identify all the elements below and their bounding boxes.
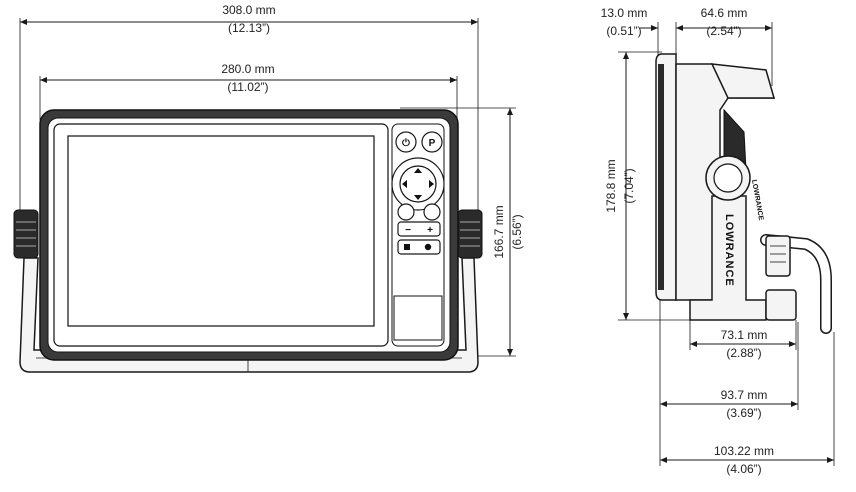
mount-bracket-side: LOWRANCE	[689, 155, 797, 321]
cable-depth-in: (4.06”)	[726, 462, 761, 476]
dim-cable-depth: 103.22 mm (4.06”)	[660, 332, 835, 476]
pages-button[interactable]	[421, 131, 443, 153]
menu-rocker[interactable]	[397, 239, 441, 255]
screen	[67, 135, 375, 327]
bracket-depth-mm: 93.7 mm	[721, 388, 768, 402]
power-button[interactable]	[395, 131, 417, 153]
bracket-depth-in: (3.69”)	[726, 406, 761, 420]
bezel-width-in: (11.02”)	[227, 80, 268, 94]
overall-width-in: (12.13”)	[228, 21, 270, 35]
display-unit-side: LOWRANCE	[655, 53, 776, 301]
depth-front-mm: 13.0 mm	[601, 6, 648, 20]
overall-width-mm: 308.0 mm	[222, 3, 275, 17]
record-icon	[424, 243, 432, 251]
zoom-in-label: +	[427, 225, 433, 236]
dim-side-height: 178.8 mm (7.04”)	[604, 51, 700, 321]
power-icon: ⏻	[402, 137, 410, 149]
side-badge-text: LOWRANCE	[750, 179, 764, 221]
dim-depth-visor: 64.6 mm (2.54”)	[676, 6, 773, 86]
side-height-in: (7.04”)	[622, 168, 636, 203]
bracket-knob-left	[13, 209, 39, 259]
bracket-knob-right	[457, 209, 483, 259]
dim-bracket-depth: 93.7 mm (3.69”)	[659, 300, 799, 466]
zoom-rocker[interactable]	[397, 221, 441, 237]
display-unit-front	[39, 109, 459, 361]
menu-icon	[404, 244, 410, 250]
brand-logo: LOWRANCE	[723, 214, 735, 287]
power-cable	[760, 234, 832, 334]
front-height-mm: 166.7 mm	[492, 205, 506, 258]
sun-visor	[710, 63, 775, 99]
front-height-in: (6.56”)	[510, 214, 524, 249]
bezel-width-mm: 280.0 mm	[221, 62, 274, 76]
waypoint-button[interactable]	[423, 203, 441, 221]
pages-label: P	[429, 138, 436, 149]
cable-depth-mm: 103.22 mm	[714, 444, 774, 458]
depth-visor-in: (2.54”)	[706, 24, 741, 38]
dim-overall-width: 308.0 mm (12.13”)	[19, 3, 479, 212]
zoom-out-label: −	[405, 225, 411, 236]
base-depth-in: (2.88”)	[726, 346, 761, 360]
dim-base-depth: 73.1 mm (2.88”)	[689, 320, 797, 360]
depth-visor-mm: 64.6 mm	[701, 6, 748, 20]
keypad: ⏻ P − +	[391, 131, 445, 255]
card-slot-door	[393, 295, 443, 341]
depth-front-in: (0.51”)	[606, 24, 641, 38]
base-depth-mm: 73.1 mm	[721, 328, 768, 342]
side-height-mm: 178.8 mm	[604, 159, 618, 212]
dim-bezel-width: 280.0 mm (11.02”)	[39, 62, 458, 120]
exit-button[interactable]	[397, 203, 415, 221]
